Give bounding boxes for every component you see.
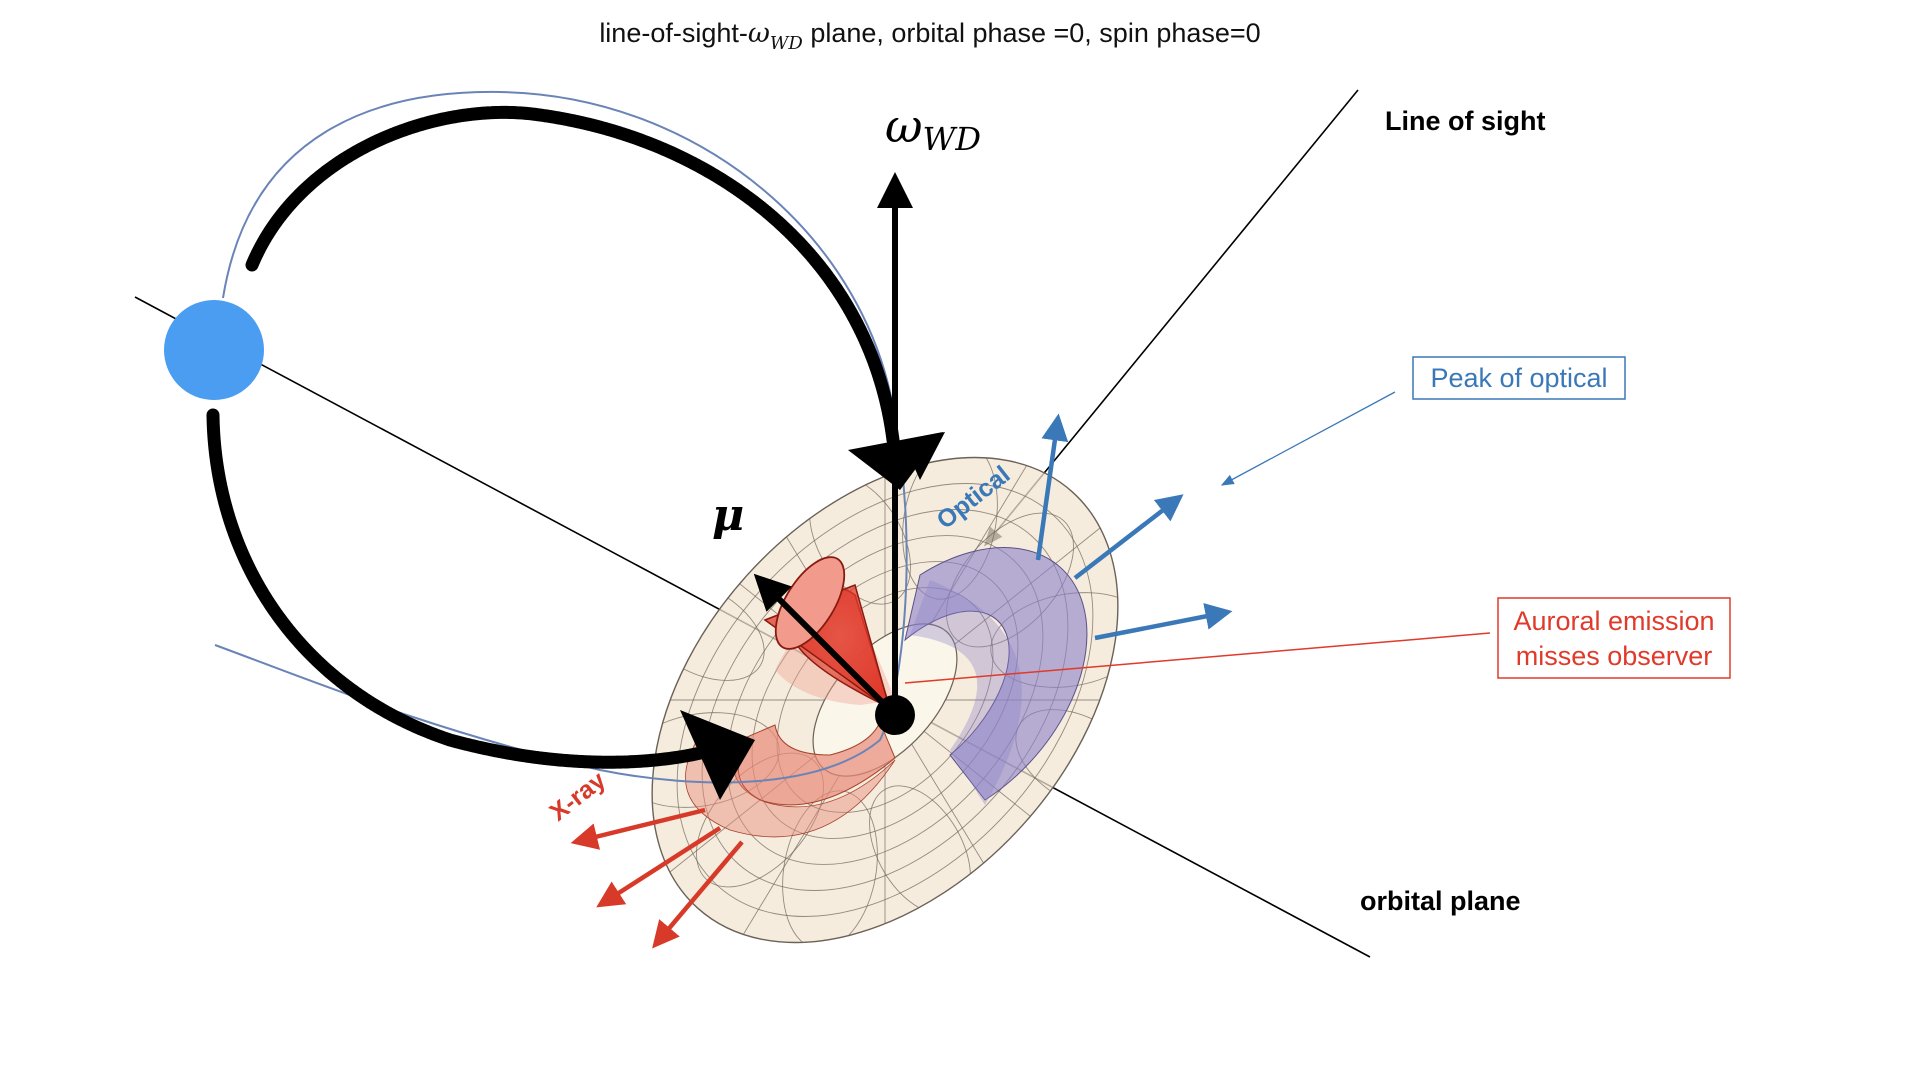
xray-label: X-ray [544,766,611,827]
auroral-text-line2: misses observer [1516,641,1713,671]
xray-arrows [570,807,744,949]
lower-field-line [206,408,712,769]
omega-wd-label: ωWD [885,99,981,158]
companion-star [164,300,264,400]
auroral-text-line1: Auroral emission [1513,606,1714,636]
line-of-sight-label: Line of sight [1385,106,1545,136]
orbital-plane-label: orbital plane [1360,886,1521,916]
upper-field-line [245,105,900,447]
peak-optical-pointer-line [1220,391,1396,486]
upper-field-arrowhead-right [902,432,945,480]
title-prefix: line-of-sight- [599,18,748,48]
figure-title: line-of-sight-ωWD plane, orbital phase =… [599,18,1260,54]
line-of-sight-line [983,89,1359,547]
xray-arrow-3 [652,840,744,949]
peak-optical-box [1412,356,1626,400]
title-sub: WD [770,33,804,54]
lower-field-arrowhead [680,710,755,800]
optical-arrow-1 [1035,413,1069,561]
peak-optical-callout: Peak of optical [1412,356,1626,400]
omega-symbol: ω [885,99,923,153]
auroral-box [1497,597,1731,679]
magnetic-moment-arrow [753,573,896,716]
title-omega: ω [748,18,770,49]
auroral-callout: Auroral emission misses observer [1497,597,1731,679]
peak-optical-text: Peak of optical [1430,363,1607,393]
omega-subscript: WD [923,120,982,158]
white-dwarf [875,695,915,735]
title-suffix: plane, orbital phase =0, spin phase=0 [803,18,1261,48]
optical-arrows [1035,413,1233,641]
purple-emission-band [910,580,1022,805]
xray-arrow-2 [596,826,722,908]
mu-label: μ [712,490,744,541]
xray-arrow-1 [570,807,706,850]
optical-arrow-3 [1094,603,1233,641]
auroral-pointer-line [904,632,1491,684]
optical-arrow-2 [1073,494,1184,580]
